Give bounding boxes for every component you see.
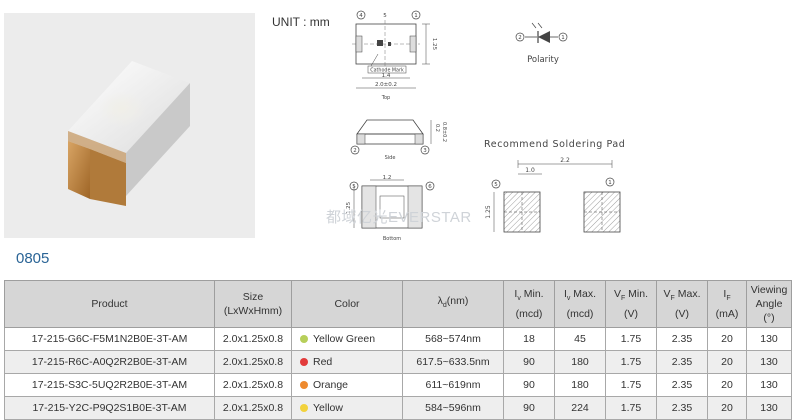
package-name: 0805 bbox=[16, 250, 50, 267]
spec-table: Product Size(LxWxHmm) Color λd(nm) Iv Mi… bbox=[4, 280, 792, 420]
header-size: Size(LxWxHmm) bbox=[214, 280, 292, 328]
side-view-label: Side bbox=[385, 155, 396, 161]
cell-color: Orange bbox=[291, 373, 403, 397]
solder-pad-drawing: Recommend Soldering Pad 2.2 1.0 5 1 1.25 bbox=[484, 139, 625, 233]
unit-label: UNIT : mm bbox=[272, 15, 330, 29]
solder-dim-height: 1.25 bbox=[485, 205, 492, 219]
header-iv-min: Iv Min.(mcd) bbox=[503, 280, 555, 328]
cell-angle: 130 bbox=[746, 396, 792, 420]
cell-size: 2.0x1.25x0.8 bbox=[214, 350, 292, 374]
polarity-pin-right: 1 bbox=[561, 35, 565, 41]
cell-product: 17-215-S3C-5UQ2R2B0E-3T-AM bbox=[4, 373, 215, 397]
table-header-row: Product Size(LxWxHmm) Color λd(nm) Iv Mi… bbox=[4, 280, 792, 328]
cell-if: 20 bbox=[707, 350, 747, 374]
bottom-pin-right: 6 bbox=[428, 184, 432, 190]
top-view-drawing: 4 5 1 1.25 Cathode Mark 1.4 2.0±0.2 Top bbox=[352, 10, 437, 101]
polarity-diagram: 2 1 Polarity bbox=[515, 22, 568, 65]
cell-wavelength: 617.5~633.5nm bbox=[402, 350, 504, 374]
cell-vf-min: 1.75 bbox=[605, 373, 657, 397]
solder-dim-pad: 1.0 bbox=[525, 167, 535, 174]
top-pin-mid: 5 bbox=[383, 13, 387, 19]
cell-size: 2.0x1.25x0.8 bbox=[214, 396, 292, 420]
cell-size: 2.0x1.25x0.8 bbox=[214, 327, 292, 351]
polarity-pin-left: 2 bbox=[518, 35, 522, 41]
color-dot-icon bbox=[300, 335, 308, 343]
top-pin-left: 4 bbox=[359, 13, 363, 19]
top-view-label: Top bbox=[381, 95, 390, 101]
side-pin-left: 2 bbox=[353, 148, 357, 154]
cell-iv-min: 18 bbox=[503, 327, 555, 351]
bottom-view-drawing: 1.2 5 6 1.25 Bottom bbox=[346, 175, 435, 242]
cell-vf-min: 1.75 bbox=[605, 350, 657, 374]
color-dot-icon bbox=[300, 358, 308, 366]
color-dot-icon bbox=[300, 404, 308, 412]
cell-product: 17-215-G6C-F5M1N2B0E-3T-AM bbox=[4, 327, 215, 351]
header-if: IF(mA) bbox=[707, 280, 747, 328]
cell-vf-max: 2.35 bbox=[656, 327, 708, 351]
top-dim-length: 2.0±0.2 bbox=[375, 82, 397, 88]
top-pin-right: 1 bbox=[414, 13, 418, 19]
cell-size: 2.0x1.25x0.8 bbox=[214, 373, 292, 397]
cathode-mark-label: Cathode Mark bbox=[370, 68, 404, 74]
table-row: 17-215-S3C-5UQ2R2B0E-3T-AM 2.0x1.25x0.8 … bbox=[4, 373, 792, 397]
cell-vf-max: 2.35 bbox=[656, 373, 708, 397]
cell-wavelength: 584~596nm bbox=[402, 396, 504, 420]
table-row: 17-215-R6C-A0Q2R2B0E-3T-AM 2.0x1.25x0.8 … bbox=[4, 350, 792, 374]
header-vf-max: VF Max.(V) bbox=[656, 280, 708, 328]
cell-if: 20 bbox=[707, 327, 747, 351]
cell-iv-max: 45 bbox=[554, 327, 606, 351]
cell-iv-min: 90 bbox=[503, 396, 555, 420]
cell-vf-max: 2.35 bbox=[656, 396, 708, 420]
cell-angle: 130 bbox=[746, 327, 792, 351]
header-iv-max: Iv Max.(mcd) bbox=[554, 280, 606, 328]
solder-pad-title: Recommend Soldering Pad bbox=[484, 139, 625, 150]
solder-pin-left: 5 bbox=[494, 182, 498, 188]
side-view-drawing: 0.2 0.8±0.2 2 3 Side bbox=[350, 119, 447, 161]
cell-color: Red bbox=[291, 350, 403, 374]
cell-iv-max: 224 bbox=[554, 396, 606, 420]
side-dim-a: 0.2 bbox=[434, 124, 440, 132]
cell-vf-min: 1.75 bbox=[605, 327, 657, 351]
side-dim-b: 0.8±0.2 bbox=[441, 122, 447, 142]
top-dim-inner: 1.4 bbox=[382, 73, 391, 79]
cell-iv-max: 180 bbox=[554, 350, 606, 374]
cell-product: 17-215-Y2C-P9Q2S1B0E-3T-AM bbox=[4, 396, 215, 420]
cell-angle: 130 bbox=[746, 350, 792, 374]
table-row: 17-215-Y2C-P9Q2S1B0E-3T-AM 2.0x1.25x0.8 … bbox=[4, 396, 792, 420]
side-pin-right: 3 bbox=[423, 148, 427, 154]
cell-iv-max: 180 bbox=[554, 373, 606, 397]
cell-wavelength: 611~619nm bbox=[402, 373, 504, 397]
led-chip-image bbox=[68, 61, 190, 206]
cell-color: Yellow bbox=[291, 396, 403, 420]
solder-dim-total: 2.2 bbox=[560, 157, 570, 164]
bottom-dim-side: 1.25 bbox=[346, 201, 352, 214]
cell-iv-min: 90 bbox=[503, 373, 555, 397]
solder-pin-right: 1 bbox=[608, 180, 612, 186]
cell-angle: 130 bbox=[746, 373, 792, 397]
cell-iv-min: 90 bbox=[503, 350, 555, 374]
table-row: 17-215-G6C-F5M1N2B0E-3T-AM 2.0x1.25x0.8 … bbox=[4, 327, 792, 351]
product-photo bbox=[4, 13, 255, 238]
watermark-text: 都域亿光EVERSTAR bbox=[326, 209, 472, 226]
bottom-dim-top: 1.2 bbox=[383, 175, 392, 181]
cell-vf-max: 2.35 bbox=[656, 350, 708, 374]
header-color: Color bbox=[291, 280, 403, 328]
cell-vf-min: 1.75 bbox=[605, 396, 657, 420]
header-wavelength: λd(nm) bbox=[402, 280, 504, 328]
header-product: Product bbox=[4, 280, 215, 328]
cell-wavelength: 568~574nm bbox=[402, 327, 504, 351]
cell-product: 17-215-R6C-A0Q2R2B0E-3T-AM bbox=[4, 350, 215, 374]
cell-if: 20 bbox=[707, 373, 747, 397]
header-vf-min: VF Min.(V) bbox=[605, 280, 657, 328]
cell-color: Yellow Green bbox=[291, 327, 403, 351]
bottom-view-label: Bottom bbox=[383, 236, 401, 242]
polarity-label: Polarity bbox=[527, 55, 559, 65]
color-dot-icon bbox=[300, 381, 308, 389]
top-dim-height: 1.25 bbox=[431, 38, 437, 51]
cell-if: 20 bbox=[707, 396, 747, 420]
